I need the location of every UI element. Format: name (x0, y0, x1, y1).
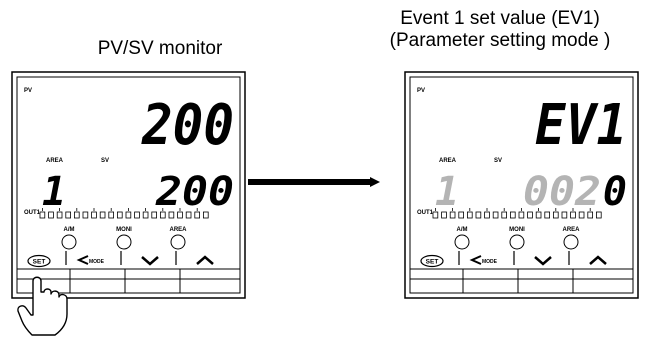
left-arrow-icon (76, 255, 89, 265)
lamp-label-moni: MONI (116, 227, 132, 233)
bargraph-segment (151, 211, 158, 219)
bargraph-segment (65, 211, 71, 219)
area-display: 1 (42, 169, 66, 215)
bargraph-segment (125, 211, 132, 219)
bargraph-segment (74, 211, 80, 219)
bargraph-segment (475, 211, 482, 219)
bargraph-segment (561, 211, 568, 219)
bargraph-segment (510, 211, 516, 219)
controller-frame (404, 71, 639, 299)
lamp-label-area: AREA (562, 227, 580, 233)
pv-display: EV1 (535, 93, 627, 158)
lamp-label-area: AREA (169, 227, 187, 233)
bargraph-segment (578, 211, 585, 219)
bargraph-segment (595, 211, 602, 219)
controller-left: PV 200 AREA SV 1 200 OUT1 A/M MONI AREA … (11, 71, 246, 299)
bargraph-segment (159, 211, 166, 219)
bargraph-segment (185, 211, 192, 219)
bargraph-segment (449, 211, 456, 219)
bargraph-segment (432, 211, 439, 219)
bargraph-segment (544, 211, 551, 219)
bargraph-segment (168, 211, 175, 219)
pv-label: PV (24, 88, 32, 94)
bargraph-segment (134, 211, 140, 219)
bargraph-segment (82, 211, 89, 219)
bargraph-segment (441, 211, 447, 219)
mode-key[interactable]: MODE (469, 255, 498, 265)
up-key-icon[interactable] (196, 255, 214, 265)
set-key[interactable]: SET (27, 254, 51, 268)
bargraph-segment (99, 211, 106, 219)
bargraph-segment (467, 211, 473, 219)
area-label: AREA (46, 158, 64, 164)
bargraph-segment (108, 211, 115, 219)
bargraph-segment (501, 211, 508, 219)
area-label: AREA (439, 158, 457, 164)
set-key[interactable]: SET (420, 254, 444, 268)
set-key-label: SET (33, 259, 46, 266)
down-key-icon[interactable] (534, 256, 552, 266)
controller-frame (11, 71, 246, 299)
down-key-icon[interactable] (141, 256, 159, 266)
lamp-label-am: A/M (64, 227, 75, 233)
moni-lamp (116, 234, 132, 250)
am-lamp (454, 234, 470, 250)
caption-pv-sv-monitor: PV/SV monitor (97, 38, 223, 59)
caption-line-1: Event 1 set value (EV1) (400, 8, 600, 29)
set-key-outline (420, 254, 444, 268)
pv-label: PV (417, 88, 425, 94)
bargraph-segment (527, 211, 533, 219)
caption-event-setting: Event 1 set value (EV1) (Parameter setti… (355, 8, 645, 52)
bargraph-segment (91, 211, 97, 219)
hand-pointer-icon (17, 276, 68, 336)
bargraph-segment (492, 211, 499, 219)
area-lamp (563, 234, 579, 250)
mode-key-label: MODE (89, 259, 105, 265)
bargraph-segment (48, 211, 54, 219)
up-key-icon[interactable] (589, 255, 607, 265)
out1-label: OUT1 (417, 210, 434, 216)
bargraph-segment (39, 211, 46, 219)
bargraph-segment (56, 211, 63, 219)
am-lamp (61, 234, 77, 250)
bargraph-segment (484, 211, 490, 219)
bargraph-segment (552, 211, 559, 219)
bargraph-segment (142, 211, 149, 219)
sv-display-active-digit: 0 (603, 169, 627, 215)
sv-label: SV (494, 158, 502, 164)
controller-right: PV EV1 AREA SV 1 002 0 OUT1 A/M MONI ARE… (404, 71, 639, 299)
moni-lamp (509, 234, 525, 250)
bargraph-segment (570, 211, 576, 219)
bargraph-segment (117, 211, 123, 219)
set-key-outline (27, 254, 51, 268)
left-arrow-icon (469, 255, 482, 265)
bargraph-segment (194, 211, 201, 219)
bargraph-segment (177, 211, 183, 219)
sv-display: 200 (155, 169, 234, 215)
output-bargraph (39, 208, 209, 219)
caption-line-2: (Parameter setting mode ) (389, 30, 611, 51)
bargraph-segment (202, 211, 209, 219)
controller-bezel (409, 76, 634, 294)
bargraph-segment (535, 211, 542, 219)
pv-display: 200 (141, 93, 234, 158)
output-bargraph (432, 208, 602, 219)
bargraph-segment (458, 211, 464, 219)
area-display: 1 (435, 169, 459, 215)
controller-bezel (16, 76, 241, 294)
out1-label: OUT1 (24, 210, 41, 216)
mode-key[interactable]: MODE (76, 255, 105, 265)
bargraph-segment (587, 211, 594, 219)
set-key-label: SET (426, 259, 439, 266)
area-lamp (170, 234, 186, 250)
sv-display-dim-digits: 002 (523, 169, 601, 215)
lamp-label-am: A/M (457, 227, 468, 233)
sv-label: SV (101, 158, 109, 164)
lamp-label-moni: MONI (509, 227, 525, 233)
mode-key-label: MODE (482, 259, 498, 265)
bargraph-segment (518, 211, 525, 219)
